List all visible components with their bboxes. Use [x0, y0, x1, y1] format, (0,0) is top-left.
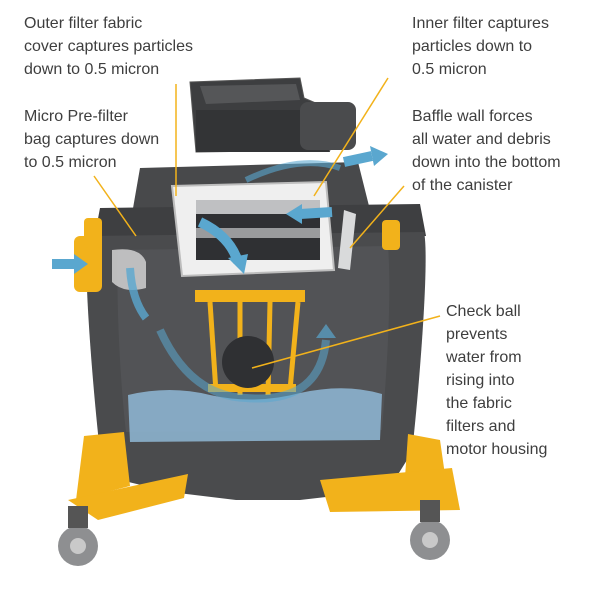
label-line: cover captures particles	[24, 38, 193, 55]
latch-left	[84, 218, 102, 248]
label-line: Baffle wall forces	[412, 108, 533, 125]
baffle-wall	[338, 210, 356, 270]
latch-right	[382, 220, 400, 250]
leader-lines	[93, 77, 441, 369]
leader-baffle-wall	[349, 185, 405, 249]
label-line: water from	[446, 349, 522, 366]
label-line: down into the bottom	[412, 154, 561, 171]
label-inner-filter: Inner filter captures particles down to …	[412, 12, 549, 81]
label-line: all water and debris	[412, 131, 551, 148]
check-ball	[222, 336, 274, 388]
airflow-arrows	[52, 146, 388, 403]
leader-check-ball	[251, 315, 441, 369]
label-line: filters and	[446, 418, 516, 435]
label-line: down to 0.5 micron	[24, 61, 160, 78]
label-line: the fabric	[446, 395, 512, 412]
filter-cartridge	[170, 180, 336, 278]
check-ball-cage	[195, 290, 305, 396]
label-line: to 0.5 micron	[24, 154, 117, 171]
label-micro-prefilter: Micro Pre-filter bag captures down to 0.…	[24, 105, 159, 174]
label-line: Outer filter fabric	[24, 15, 143, 32]
label-line: Micro Pre-filter	[24, 108, 129, 125]
label-outer-filter: Outer filter fabric cover captures parti…	[24, 12, 193, 81]
label-line: prevents	[446, 326, 508, 343]
label-check-ball: Check ball prevents water from rising in…	[446, 300, 547, 461]
leader-inner-filter	[313, 77, 389, 197]
label-line: of the canister	[412, 177, 513, 194]
label-line: Inner filter captures	[412, 15, 549, 32]
label-line: Check ball	[446, 303, 521, 320]
motor-head	[189, 77, 356, 153]
label-line: rising into	[446, 372, 515, 389]
leader-micro-prefilter	[93, 175, 137, 237]
label-line: particles down to	[412, 38, 533, 55]
label-line: 0.5 micron	[412, 61, 487, 78]
water-level	[128, 388, 382, 442]
caster-base	[58, 432, 460, 566]
label-line: motor housing	[446, 441, 548, 458]
label-line: bag captures down	[24, 131, 160, 148]
label-baffle-wall: Baffle wall forces all water and debris …	[412, 105, 561, 197]
